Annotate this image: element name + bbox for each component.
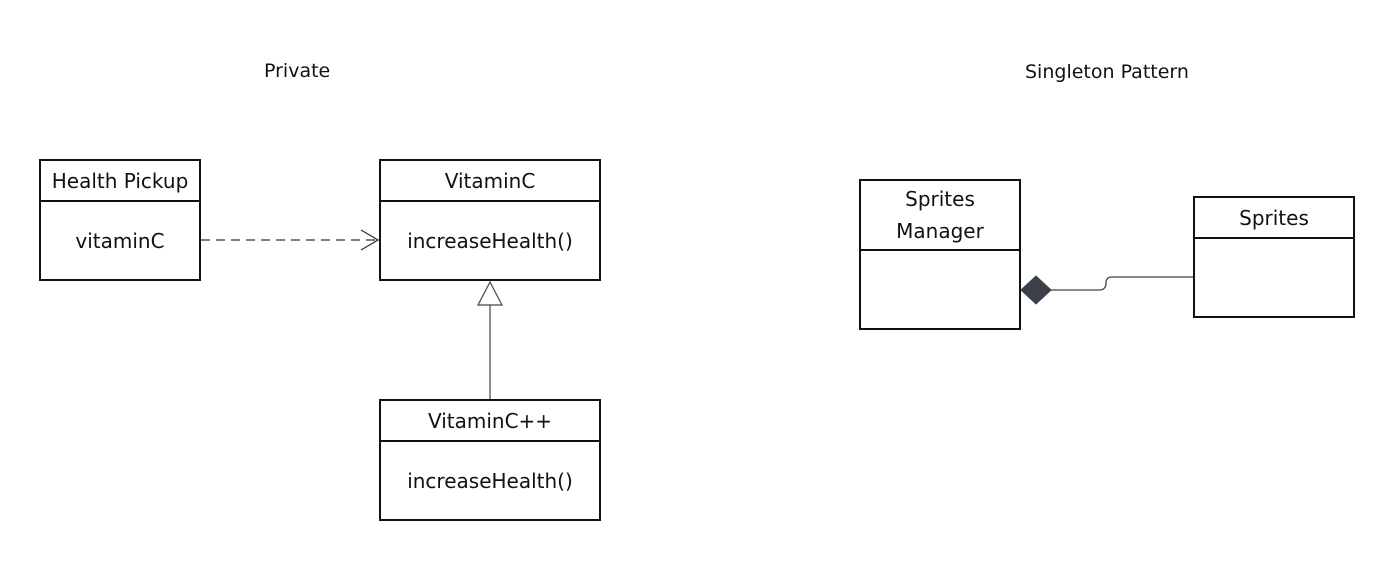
composition-diamond [1020, 275, 1052, 305]
class-health-pickup-name: Health Pickup [51, 168, 189, 193]
class-vitamin-c-body: increaseHealth() [381, 202, 599, 279]
dependency-arrow [201, 229, 380, 251]
class-sprites-name: Sprites [1239, 205, 1309, 230]
class-sprites[interactable]: Sprites [1193, 196, 1355, 318]
composition-connector [1020, 275, 1193, 305]
generalization-arrow [477, 280, 503, 399]
class-sprites-manager-body [861, 251, 1019, 328]
class-vitamin-c-plus-plus-body: increaseHealth() [381, 442, 599, 519]
class-health-pickup-header: Health Pickup [41, 161, 199, 202]
class-health-pickup-body: vitaminC [41, 202, 199, 279]
section-title-private: Private [264, 60, 331, 82]
class-sprites-manager[interactable]: Sprites Manager [859, 179, 1021, 330]
class-sprites-manager-header: Sprites Manager [861, 181, 1019, 251]
class-vitamin-c-plus-plus-member: increaseHealth() [407, 468, 573, 493]
class-vitamin-c-plus-plus-name: VitaminC++ [427, 408, 553, 433]
class-vitamin-c-member: increaseHealth() [407, 228, 573, 253]
class-vitamin-c-header: VitaminC [381, 161, 599, 202]
class-sprites-header: Sprites [1195, 198, 1353, 239]
class-vitamin-c-plus-plus[interactable]: VitaminC++ increaseHealth() [379, 399, 601, 521]
class-health-pickup[interactable]: Health Pickup vitaminC [39, 159, 201, 281]
class-vitamin-c-plus-plus-header: VitaminC++ [381, 401, 599, 442]
section-title-singleton-pattern: Singleton Pattern [1025, 61, 1189, 83]
class-sprites-body [1195, 239, 1353, 316]
class-sprites-manager-name: Sprites Manager [896, 187, 984, 243]
class-health-pickup-member: vitaminC [75, 228, 165, 253]
class-vitamin-c[interactable]: VitaminC increaseHealth() [379, 159, 601, 281]
class-vitamin-c-name: VitaminC [444, 168, 536, 193]
